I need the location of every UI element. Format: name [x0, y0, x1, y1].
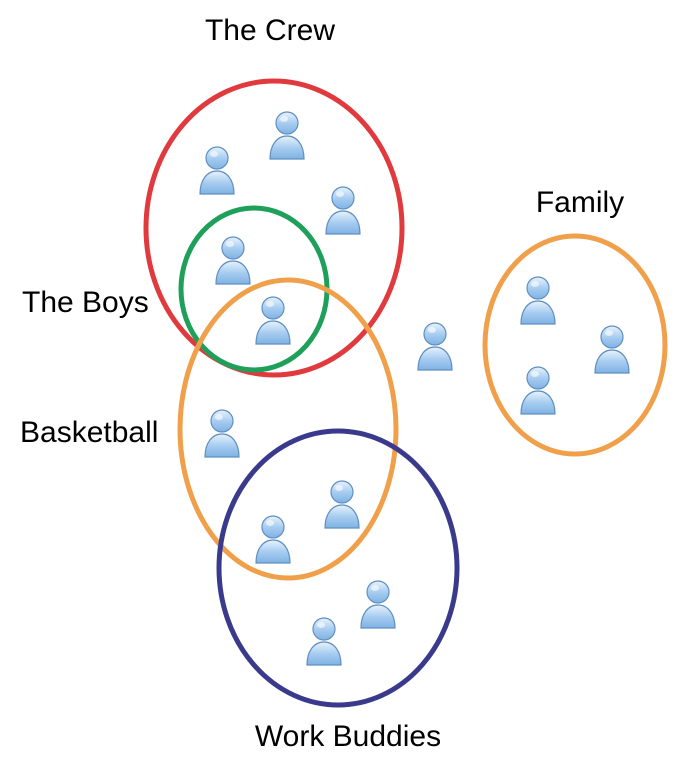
person-icon — [520, 366, 556, 415]
the-crew-label: The Crew — [205, 14, 335, 47]
person-icon — [324, 480, 360, 529]
basketball-circle — [177, 277, 399, 581]
basketball-label: Basketball — [20, 416, 158, 449]
person-icon — [520, 276, 556, 325]
person-icon — [255, 515, 291, 564]
work-buddies-label: Work Buddies — [255, 720, 441, 753]
the-boys-label: The Boys — [22, 286, 149, 319]
person-icon — [215, 236, 251, 285]
person-icon — [360, 580, 396, 629]
work-buddies-circle — [216, 428, 460, 708]
person-icon — [269, 111, 305, 160]
family-circle — [482, 233, 668, 457]
the-crew-circle — [143, 78, 405, 378]
person-icon — [204, 409, 240, 458]
person-icon — [306, 617, 342, 666]
person-icon — [325, 186, 361, 235]
person-icon — [255, 296, 291, 345]
person-icon — [594, 325, 630, 374]
person-icon — [199, 146, 235, 195]
person-icon — [417, 322, 453, 371]
family-label: Family — [536, 186, 624, 219]
